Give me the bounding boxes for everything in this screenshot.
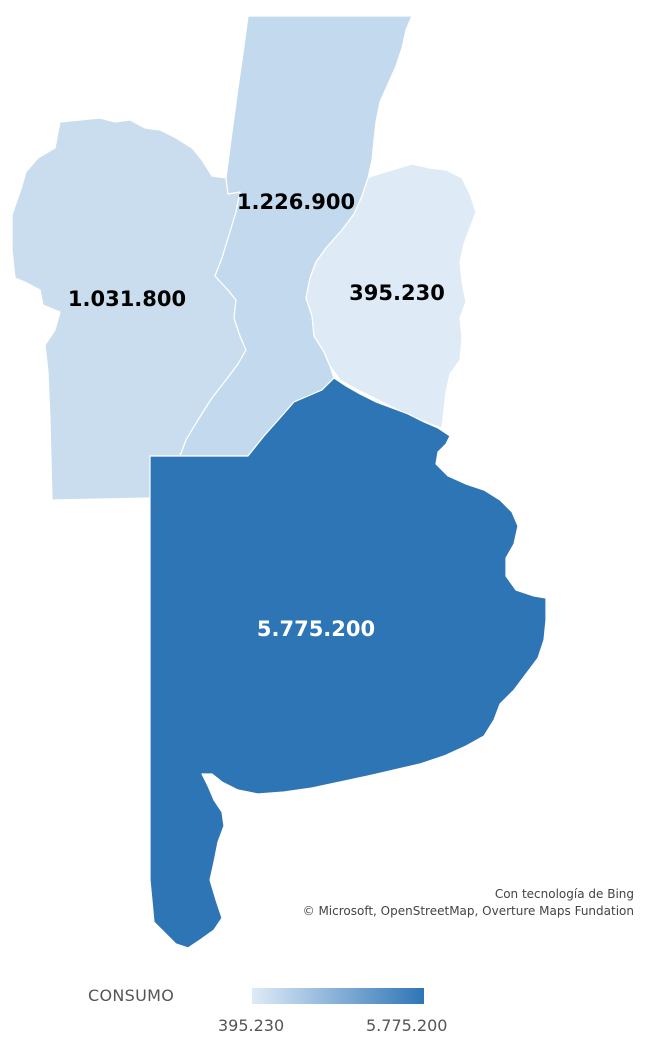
region-label-south: 5.775.200 <box>257 617 375 641</box>
region-label-central: 1.226.900 <box>237 190 355 214</box>
legend-color-scale <box>252 988 424 1004</box>
region-labels: 1.031.800 1.226.900 395.230 5.775.200 <box>68 190 445 641</box>
region-label-east: 395.230 <box>349 281 445 305</box>
region-east[interactable] <box>305 163 477 429</box>
region-south[interactable] <box>149 377 547 949</box>
legend-title: CONSUMO <box>88 986 175 1005</box>
map-attribution-bing: Con tecnología de Bing <box>494 887 634 901</box>
legend-min-label: 395.230 <box>218 1016 285 1035</box>
legend-max-label: 5.775.200 <box>366 1016 448 1035</box>
region-label-west: 1.031.800 <box>68 287 186 311</box>
map-regions <box>11 15 547 949</box>
map-attribution-copyright: © Microsoft, OpenStreetMap, Overture Map… <box>302 904 634 918</box>
